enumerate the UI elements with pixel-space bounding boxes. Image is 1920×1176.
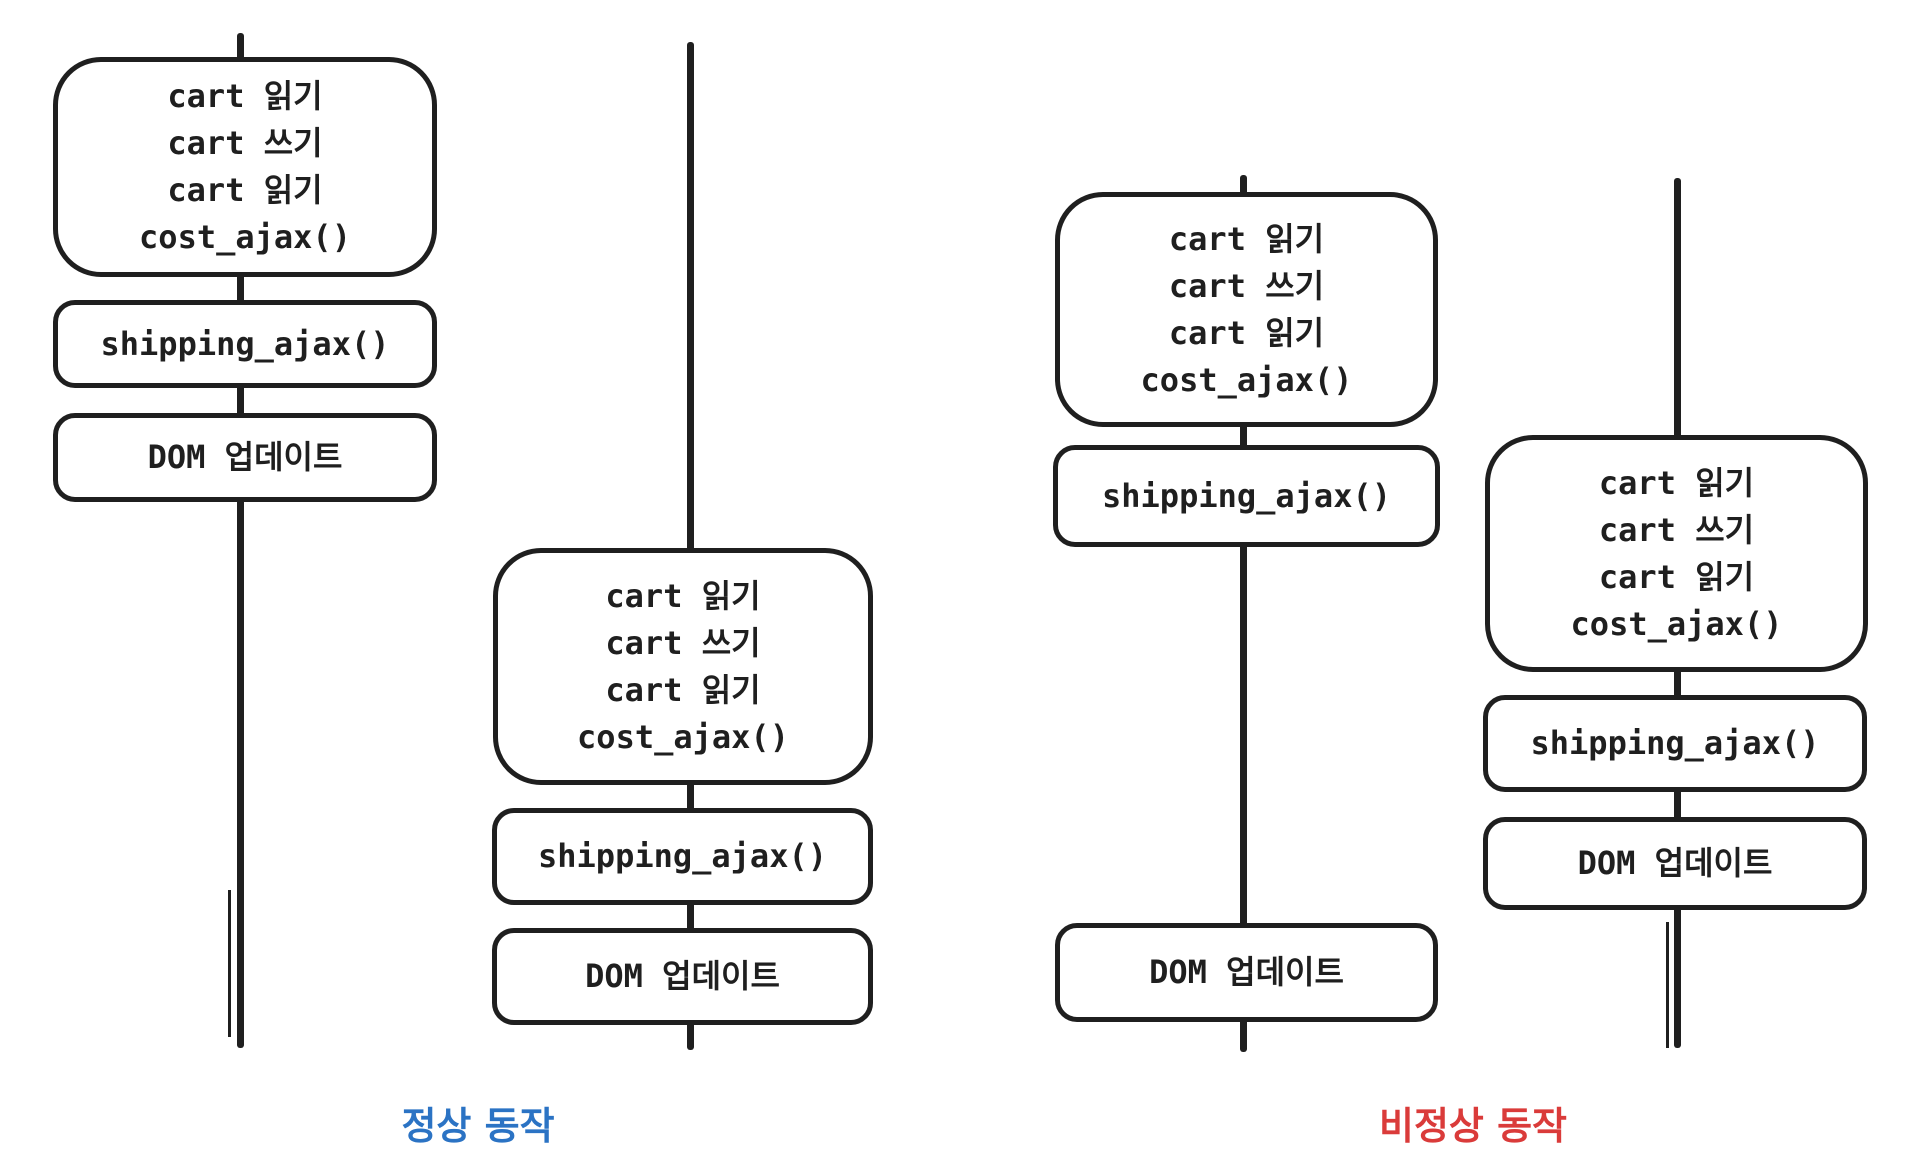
action-block-box: cart 읽기 cart 쓰기 cart 읽기 cost_ajax() [1485,435,1868,672]
timeline-line-double-stroke [228,890,231,1037]
box-label: shipping_ajax() [1102,476,1391,515]
box-label: DOM 업데이트 [585,957,780,995]
dom-update-box: DOM 업데이트 [492,928,873,1025]
box-label: DOM 업데이트 [1577,844,1773,882]
action-line: cost_ajax() [577,717,789,756]
box-label: shipping_ajax() [538,837,827,875]
action-line: cart 읽기 [1598,557,1755,596]
action-line: cart 쓰기 [167,124,323,162]
action-line: cart 읽기 [1168,219,1325,258]
dom-update-box: DOM 업데이트 [53,413,437,502]
action-line: cost_ajax() [1140,360,1353,399]
normal-label: 정상 동작 [401,1104,555,1148]
action-line: cart 읽기 [1598,463,1755,502]
action-line: cost_ajax() [139,218,351,256]
shipping-ajax-box: shipping_ajax() [1483,695,1867,792]
box-label: DOM 업데이트 [147,438,343,476]
dom-update-box: DOM 업데이트 [1055,923,1438,1022]
action-line: cart 읽기 [167,171,323,209]
action-line: cart 쓰기 [1598,510,1755,549]
action-line: cart 읽기 [1168,313,1325,352]
shipping-ajax-box: shipping_ajax() [53,300,437,388]
action-line: cart 쓰기 [605,623,761,662]
timeline-line-normal-2 [687,42,694,1050]
dom-update-box: DOM 업데이트 [1483,817,1867,910]
shipping-ajax-box: shipping_ajax() [1053,445,1440,547]
timeline-line-abnormal-1 [1240,175,1247,1052]
action-line: cart 읽기 [167,77,323,115]
box-label: DOM 업데이트 [1149,953,1344,991]
shipping-ajax-box: shipping_ajax() [492,808,873,905]
action-block-box: cart 읽기 cart 쓰기 cart 읽기 cost_ajax() [493,548,873,785]
action-block-box: cart 읽기 cart 쓰기 cart 읽기 cost_ajax() [1055,192,1438,427]
action-line: cart 읽기 [605,576,761,615]
abnormal-label: 비정상 동작 [1378,1104,1568,1148]
action-line: cart 쓰기 [1168,266,1325,305]
timeline-line-double-stroke [1666,922,1669,1048]
action-block-box: cart 읽기 cart 쓰기 cart 읽기 cost_ajax() [53,57,437,277]
action-line: cart 읽기 [605,670,761,709]
box-label: shipping_ajax() [1530,724,1820,762]
box-label: shipping_ajax() [100,324,390,363]
timeline-line-normal-1 [237,33,244,1048]
action-line: cost_ajax() [1570,604,1783,643]
